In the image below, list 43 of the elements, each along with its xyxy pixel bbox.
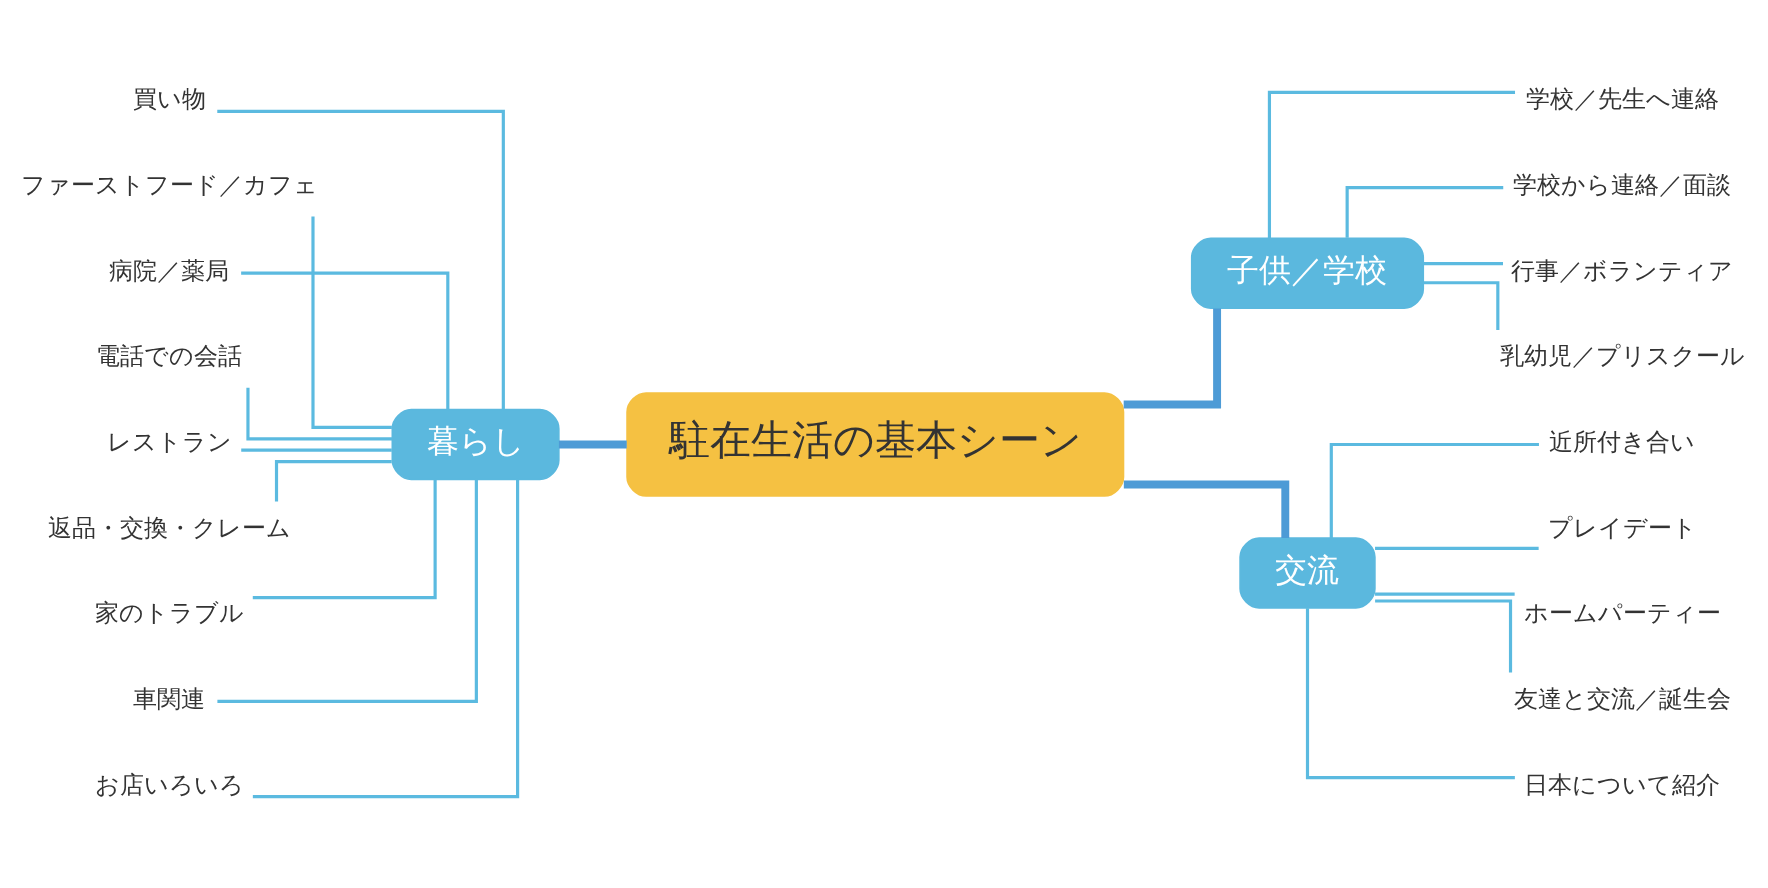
node-text: 病院／薬局 xyxy=(109,256,230,285)
node-text: 行事／ボランティア xyxy=(1511,256,1734,285)
connector xyxy=(217,109,505,409)
connector xyxy=(1329,442,1539,538)
connector xyxy=(1267,90,1516,238)
node-text: 日本について紹介 xyxy=(1524,770,1721,799)
connector xyxy=(1423,280,1500,330)
connector xyxy=(1423,261,1503,265)
node-text: ホームパーティー xyxy=(1523,598,1721,627)
connector xyxy=(246,387,393,440)
connector xyxy=(1375,592,1515,596)
node-text: レストラン xyxy=(106,427,232,456)
connector xyxy=(274,459,392,501)
node-text: 乳幼児／プリスクール xyxy=(1499,341,1745,370)
connector xyxy=(558,440,627,448)
connector xyxy=(241,271,450,409)
node-text: ファーストフード／カフェ xyxy=(20,170,318,199)
node-box: 駐在生活の基本シーン xyxy=(626,391,1125,497)
node-box: 交流 xyxy=(1239,536,1376,609)
node-text: 近所付き合い xyxy=(1549,427,1696,456)
node-text: 買い物 xyxy=(132,84,206,113)
connector xyxy=(1305,607,1515,779)
node-text: 学校／先生へ連絡 xyxy=(1525,84,1719,113)
node-text: 学校から連絡／面談 xyxy=(1513,170,1732,199)
connector xyxy=(252,479,437,599)
connector xyxy=(1375,598,1513,672)
connector xyxy=(252,479,520,798)
connector xyxy=(241,448,392,452)
node-box: 暮らし xyxy=(391,408,560,480)
node-text: 友達と交流／誕生会 xyxy=(1513,684,1731,713)
node-text: 返品・交換・クレーム xyxy=(47,513,291,542)
connector xyxy=(1123,480,1290,538)
node-text: 電話での会話 xyxy=(96,341,243,370)
node-text: プレイデート xyxy=(1547,513,1697,542)
connector xyxy=(1123,307,1222,408)
node-text: お店いろいろ xyxy=(94,770,244,799)
connector xyxy=(311,216,392,429)
connector xyxy=(1375,546,1539,550)
connector xyxy=(217,479,478,703)
node-text: 車関連 xyxy=(133,684,206,713)
node-text: 家のトラブル xyxy=(94,598,244,627)
node-box: 子供／学校 xyxy=(1190,237,1425,309)
connector xyxy=(1345,185,1504,238)
